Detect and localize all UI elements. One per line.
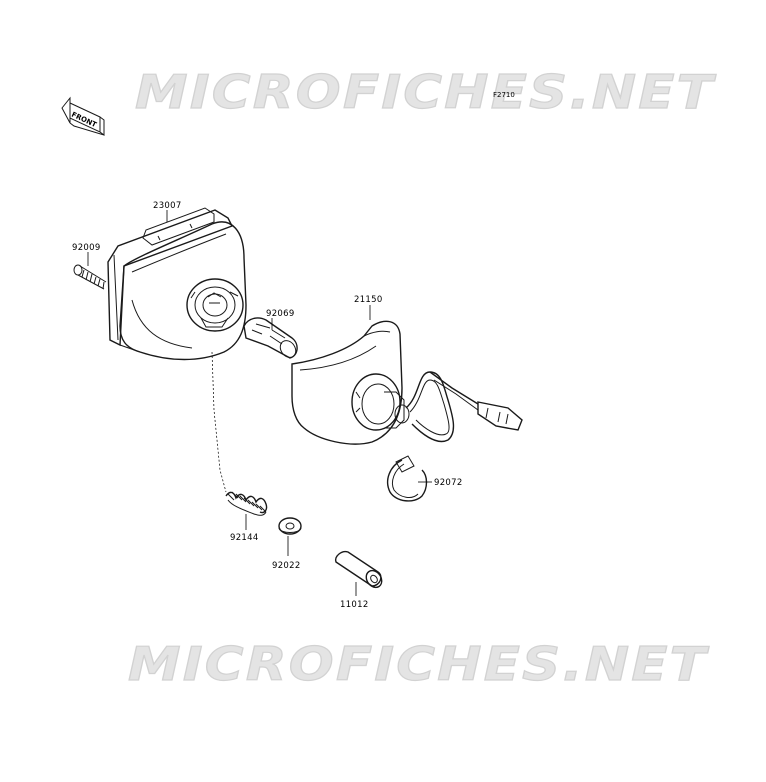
part-label-92022: 92022 xyxy=(272,561,301,571)
part-label-92144: 92144 xyxy=(230,533,259,543)
part-label-23007: 23007 xyxy=(153,201,182,211)
part-label-11012: 11012 xyxy=(340,600,369,610)
watermark-bottom: MICROFICHES.NET xyxy=(128,637,710,691)
spring-92144 xyxy=(225,491,268,516)
washer-92022 xyxy=(278,517,302,535)
part-label-21150: 21150 xyxy=(354,295,383,305)
part-label-92072: 92072 xyxy=(434,478,463,488)
watermark-top: MICROFICHES.NET xyxy=(135,65,717,119)
part-label-92009: 92009 xyxy=(72,243,101,253)
front-arrow-icon: FRONT xyxy=(61,96,105,136)
part-label-92069: 92069 xyxy=(266,309,295,319)
collar-11012 xyxy=(335,550,383,589)
clamp-92072 xyxy=(386,455,428,502)
figure-code: F2710 xyxy=(493,91,515,99)
socket-cover-21150 xyxy=(291,320,523,445)
screw-92009 xyxy=(73,264,107,290)
bulb-92069 xyxy=(243,317,298,359)
lamp-housing-23007 xyxy=(107,207,247,361)
